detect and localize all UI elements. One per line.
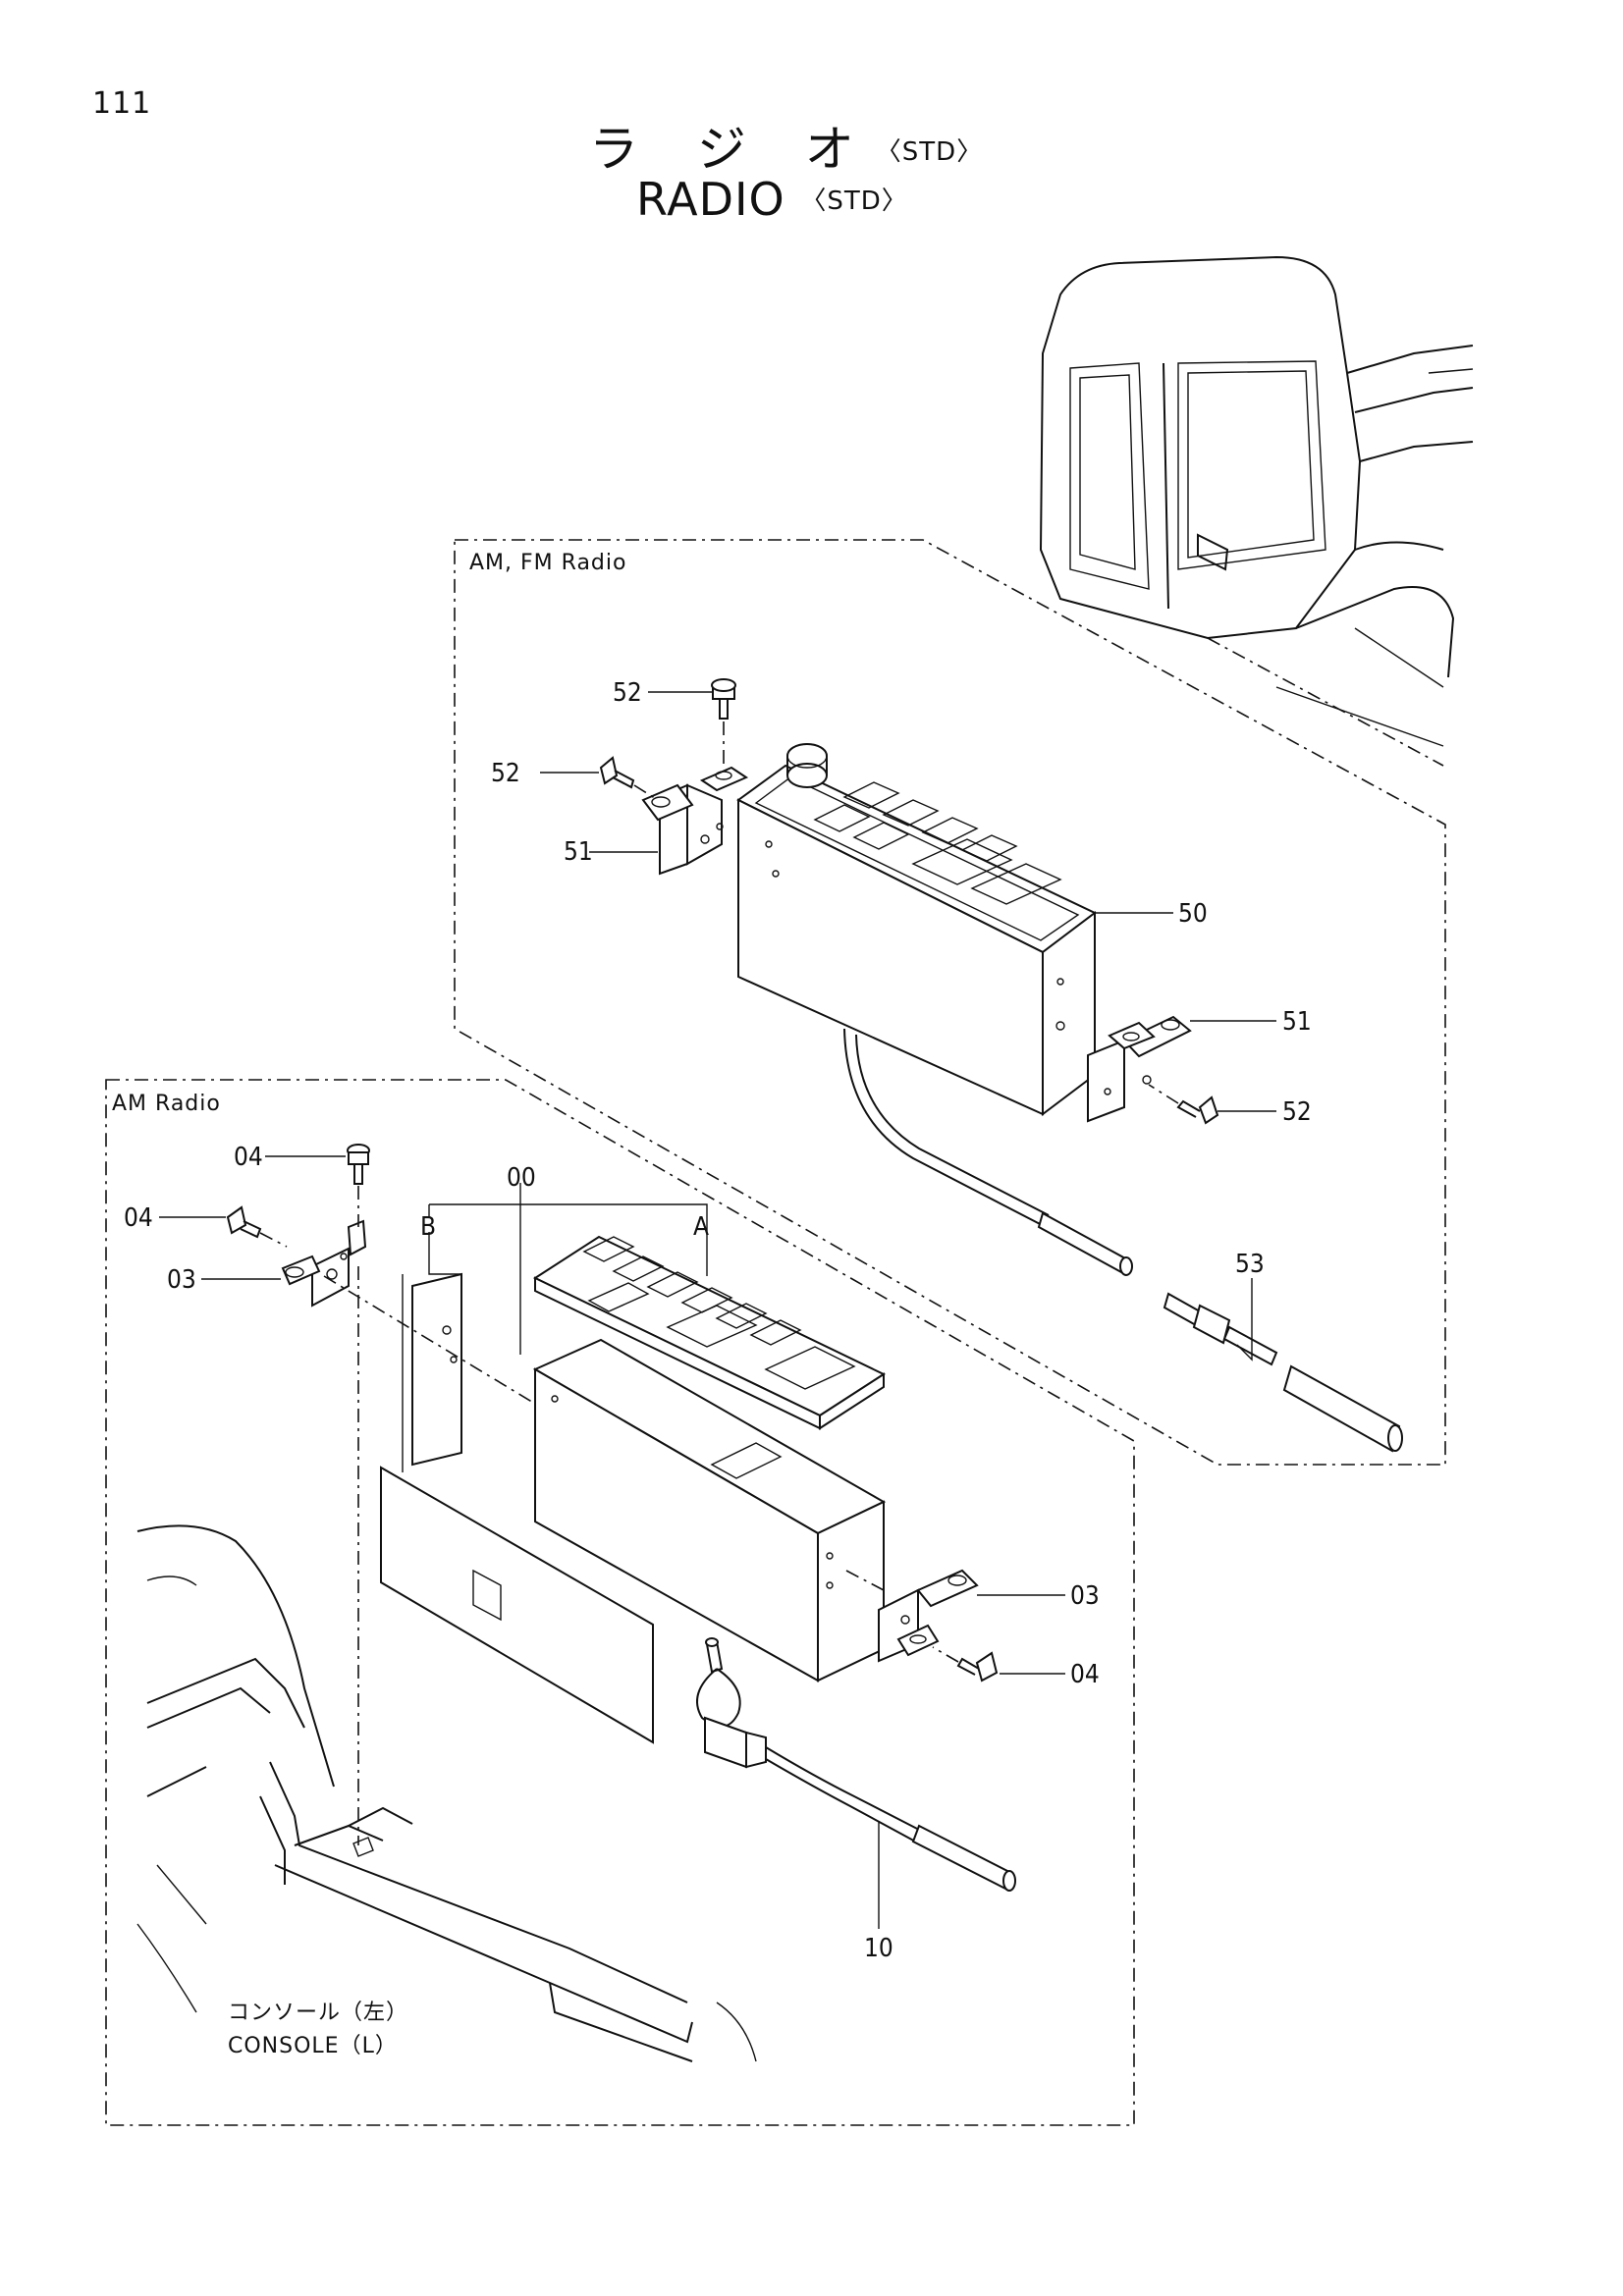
callout-00: 00 xyxy=(507,1163,536,1193)
bracket-03-right xyxy=(878,1569,979,1663)
console-label-en: CONSOLE（L） xyxy=(228,2034,398,2058)
screw-52-top xyxy=(711,678,736,766)
title-english: RADIO 〈STD〉 xyxy=(636,173,908,226)
callout-04-right: 04 xyxy=(1070,1660,1100,1689)
screw-52-right xyxy=(1148,1084,1219,1125)
title-en-text: RADIO xyxy=(636,173,785,226)
callout-03-left: 03 xyxy=(167,1265,196,1295)
amfm-section-frame: AM, FM Radio xyxy=(454,539,1446,1466)
screw-04-top xyxy=(347,1144,370,1227)
screw-04-right xyxy=(932,1646,999,1682)
callout-04-left: 04 xyxy=(124,1203,153,1233)
callout-52-left: 52 xyxy=(491,759,520,788)
callout-52-top: 52 xyxy=(613,678,642,708)
am-radio-box xyxy=(532,1338,887,1682)
console-left-illustration xyxy=(136,1524,757,2062)
title-japanese: ラ ジ オ〈STD〉 xyxy=(589,110,983,181)
callout-50: 50 xyxy=(1178,899,1208,929)
callout-51-left: 51 xyxy=(564,837,593,867)
callout-B: B xyxy=(420,1212,436,1242)
antenna-extension-53 xyxy=(1163,1292,1403,1453)
title-en-qualifier: 〈STD〉 xyxy=(800,187,908,216)
leader-lines xyxy=(159,691,1276,1929)
antenna-cable-10 xyxy=(696,1637,1016,1892)
excavator-cab-illustration xyxy=(1039,255,1474,767)
callout-51-right: 51 xyxy=(1282,1007,1312,1037)
callout-52-right: 52 xyxy=(1282,1097,1312,1127)
screw-04-left xyxy=(226,1205,288,1248)
amfm-section-label: AM, FM Radio xyxy=(469,551,626,575)
bracket-51-left xyxy=(641,766,749,876)
amfm-radio-unit xyxy=(736,743,1133,1276)
alignment-lines xyxy=(323,1266,885,1845)
console-label: コンソール（左） CONSOLE（L） xyxy=(228,2001,408,2058)
page-number: 111 xyxy=(92,86,152,121)
callout-03-right: 03 xyxy=(1070,1581,1100,1611)
am-radio-gasket-B xyxy=(380,1272,654,1744)
callout-04-top: 04 xyxy=(234,1143,263,1172)
callout-labels: 52 52 51 50 51 52 53 04 04 03 00 B A 03 … xyxy=(124,678,1312,1963)
bracket-51-right xyxy=(1087,1015,1192,1123)
callout-A: A xyxy=(693,1212,709,1242)
am-section-frame: AM Radio xyxy=(105,1079,1135,2126)
screw-52-left xyxy=(599,756,659,801)
title-jp-text: ラ ジ オ xyxy=(589,121,876,178)
bracket-03-left xyxy=(281,1219,367,1308)
callout-53: 53 xyxy=(1235,1250,1265,1279)
callout-10: 10 xyxy=(864,1934,893,1963)
title-jp-qualifier: 〈STD〉 xyxy=(875,137,984,167)
console-label-jp: コンソール（左） xyxy=(228,2001,408,2025)
am-radio-faceplate-A xyxy=(532,1235,887,1430)
am-section-label: AM Radio xyxy=(112,1092,221,1116)
